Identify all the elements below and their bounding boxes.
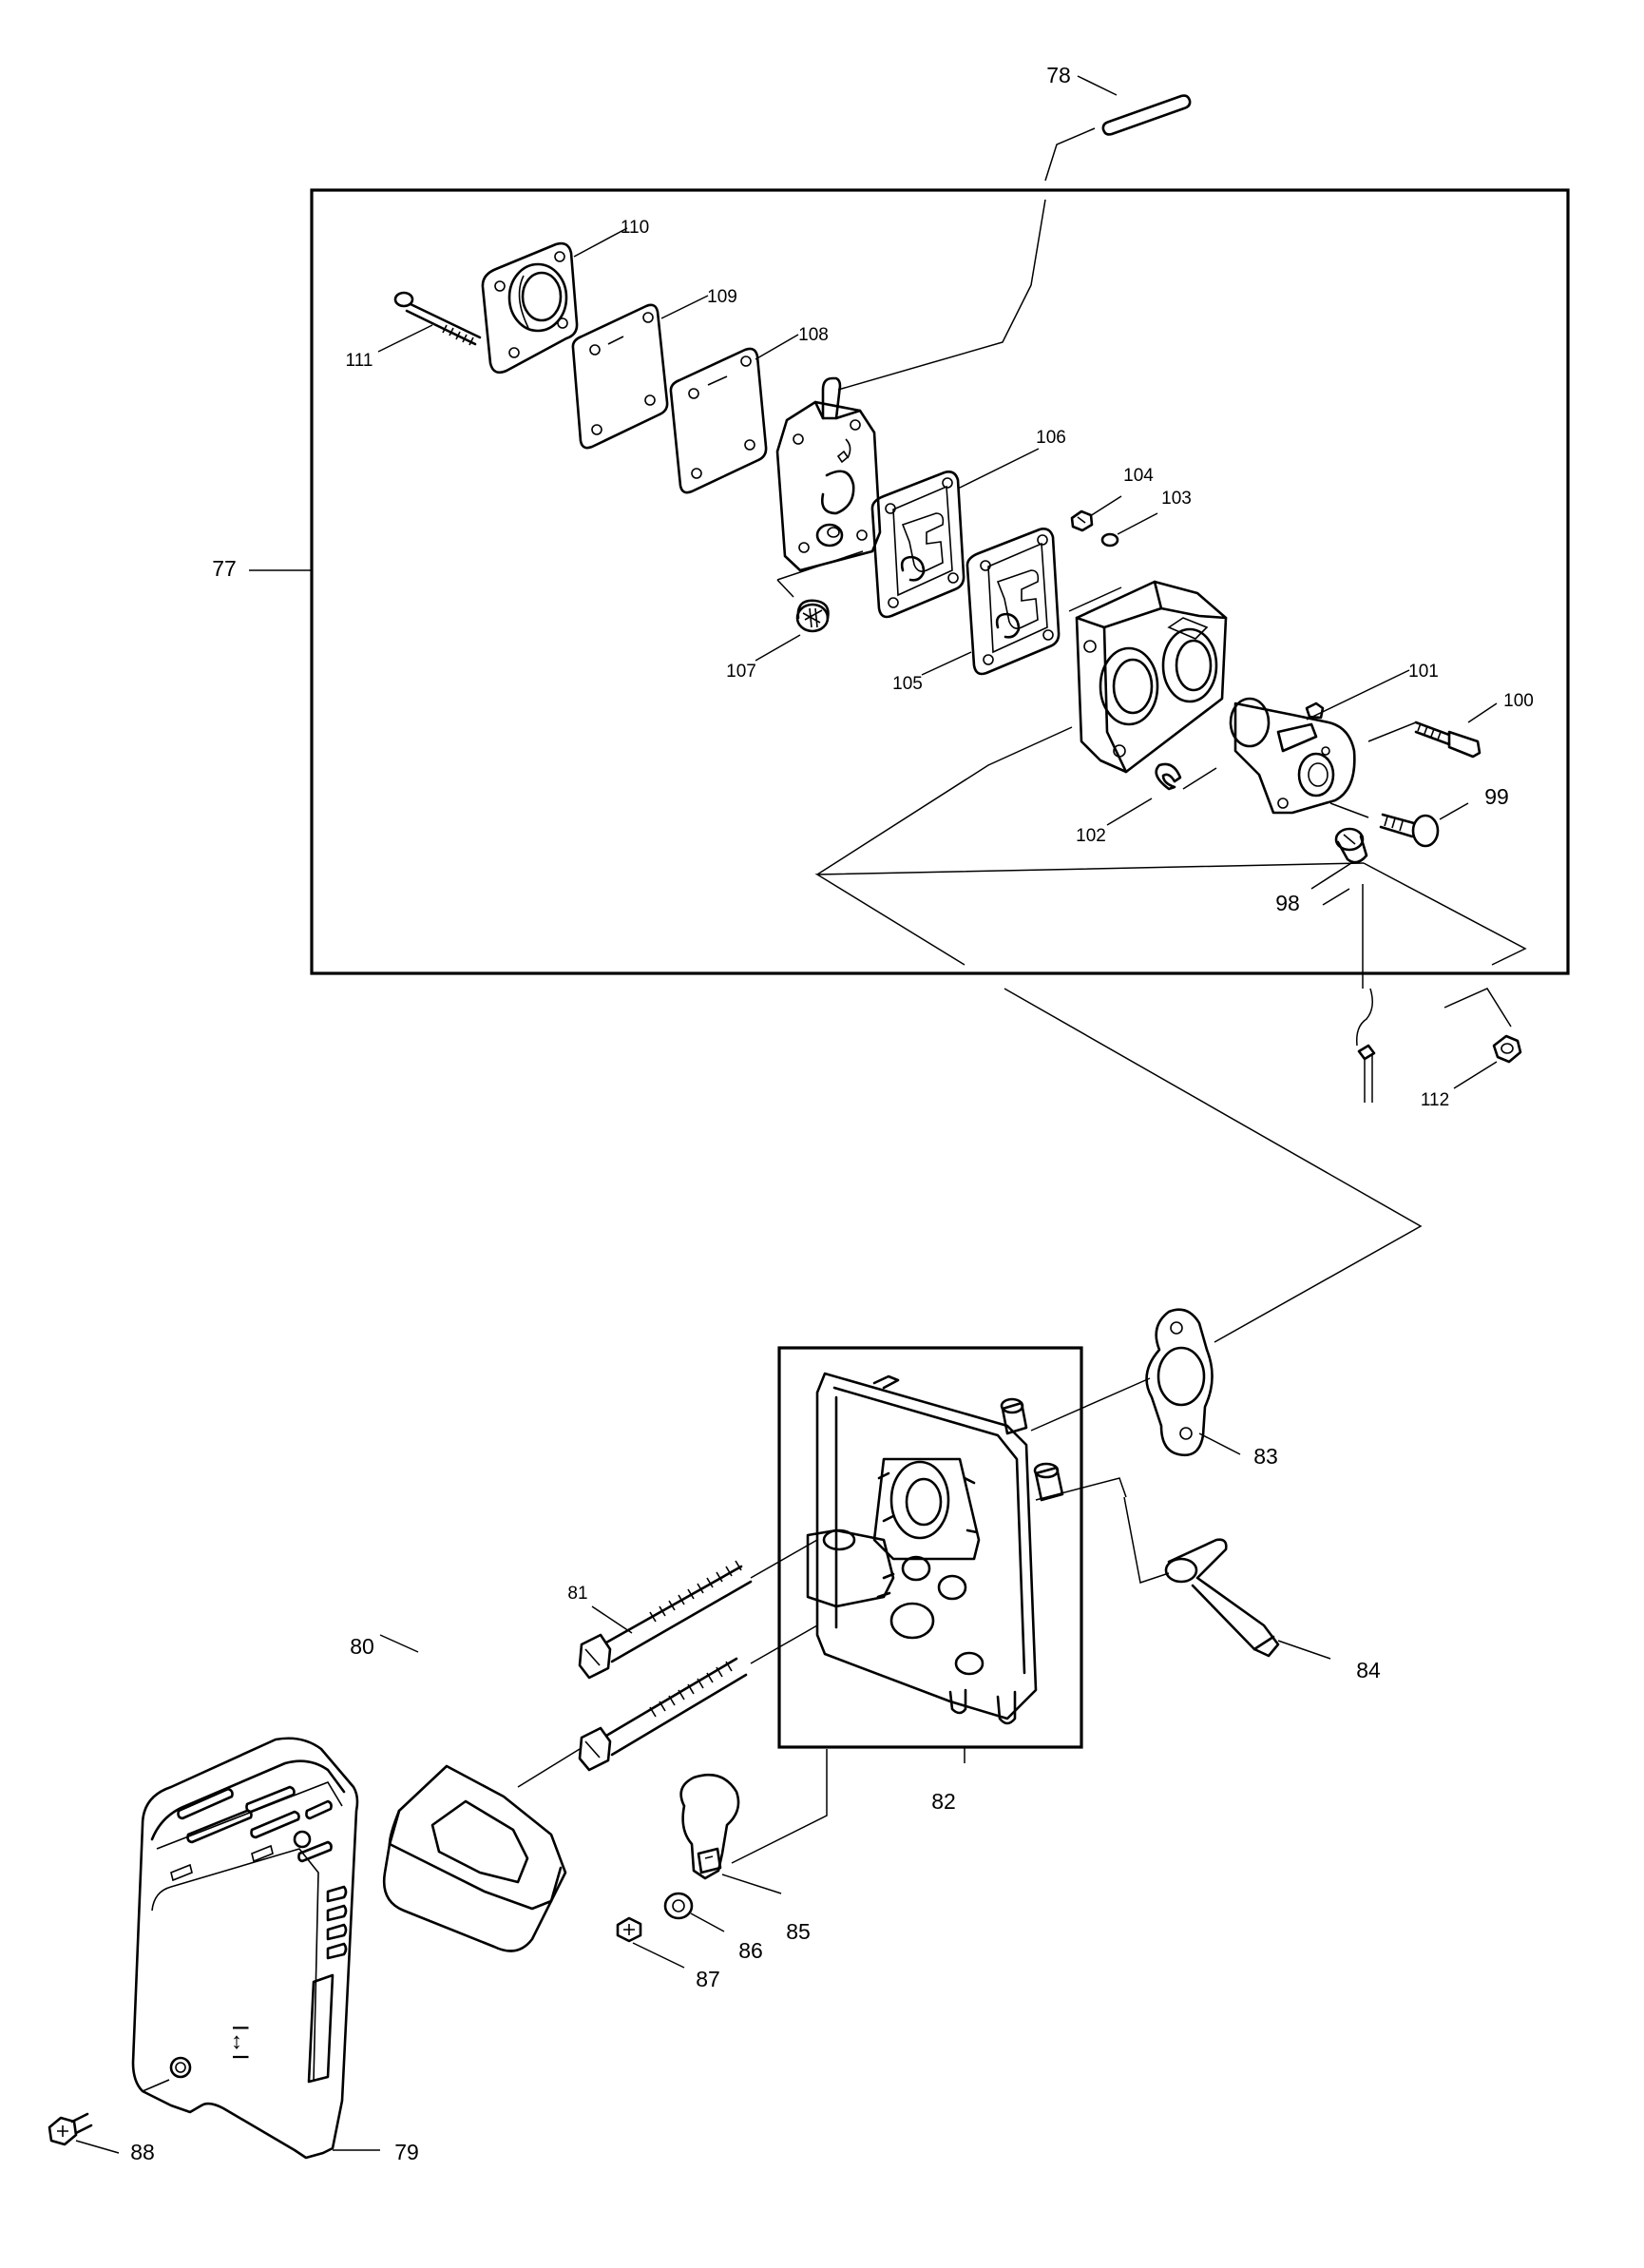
label-87: 87	[696, 1967, 720, 1991]
part-101-throttle-lever	[1229, 669, 1410, 815]
part-87-screw	[616, 1916, 685, 1969]
label-112: 112	[1421, 1090, 1449, 1110]
label-109: 109	[707, 287, 737, 307]
part-83-gasket	[1145, 1308, 1241, 1457]
part-102-clip	[1106, 762, 1217, 826]
part-107-filter	[755, 550, 864, 662]
part-86-washer	[663, 1892, 725, 1932]
part-80-filter-element	[379, 1634, 567, 1952]
label-77: 77	[212, 556, 237, 581]
label-104: 104	[1123, 466, 1154, 486]
label-103: 103	[1161, 489, 1192, 509]
label-106: 106	[1036, 428, 1066, 448]
label-79: 79	[394, 2140, 419, 2164]
part-81-long-screw	[578, 1539, 818, 1680]
part-108-gasket	[669, 334, 799, 494]
part-100-screw	[1367, 702, 1498, 759]
connector-line	[1004, 988, 1423, 1343]
label-83: 83	[1253, 1444, 1278, 1469]
part-109-gasket	[571, 295, 709, 450]
part-99-idle-screw	[1329, 802, 1469, 848]
air-cleaner-base-frame	[777, 1346, 1083, 1749]
carburetor-pump-body	[775, 199, 1046, 572]
part-84-choke-lever	[1123, 1496, 1331, 1660]
label-78: 78	[1046, 63, 1071, 87]
label-98: 98	[1275, 891, 1300, 915]
part-88-screw	[48, 2112, 120, 2154]
label-102: 102	[1076, 826, 1106, 846]
label-leader-lines	[249, 569, 1350, 906]
label-80: 80	[350, 1634, 374, 1659]
part-78-pin	[1044, 75, 1192, 182]
label-110: 110	[621, 218, 649, 238]
label-82: 82	[931, 1789, 956, 1814]
label-101: 101	[1408, 662, 1439, 682]
label-88: 88	[130, 2140, 155, 2164]
label-108: 108	[798, 325, 829, 345]
part-82-air-cleaner-base	[806, 1372, 1038, 1763]
label-85: 85	[786, 1919, 811, 1944]
part-82-spacers	[1000, 1377, 1151, 1502]
label-86: 86	[738, 1938, 763, 1963]
part-85-shutter	[679, 1749, 828, 1894]
label-107: 107	[726, 662, 756, 682]
part-110-flange	[481, 227, 628, 375]
part-104-screw	[1070, 495, 1122, 532]
cover-marking: I↔I	[227, 2025, 253, 2060]
throttle-cable	[814, 862, 1527, 1103]
label-100: 100	[1503, 691, 1534, 711]
label-111: 111	[346, 351, 373, 371]
part-105-metering-gasket	[921, 528, 1061, 676]
carburetor-throttle-body	[816, 580, 1228, 875]
label-84: 84	[1356, 1658, 1381, 1682]
label-105: 105	[892, 674, 923, 694]
part-79-cover: I↔I	[131, 1737, 380, 2160]
part-103-oring	[1100, 512, 1158, 548]
part-98-adjuster	[1310, 827, 1368, 890]
label-81: 81	[567, 1584, 587, 1604]
label-99: 99	[1484, 784, 1509, 809]
part-112-nut	[1443, 988, 1522, 1089]
part-106-pump-gasket	[870, 448, 1040, 619]
part-number-labels: 78 77 110 109 108 111 106 104 103 107 10…	[130, 63, 1534, 2164]
part-111-screw	[377, 291, 482, 353]
part-81-screw-lower	[517, 1624, 818, 1788]
carburetor-assembly-frame	[310, 188, 1570, 975]
